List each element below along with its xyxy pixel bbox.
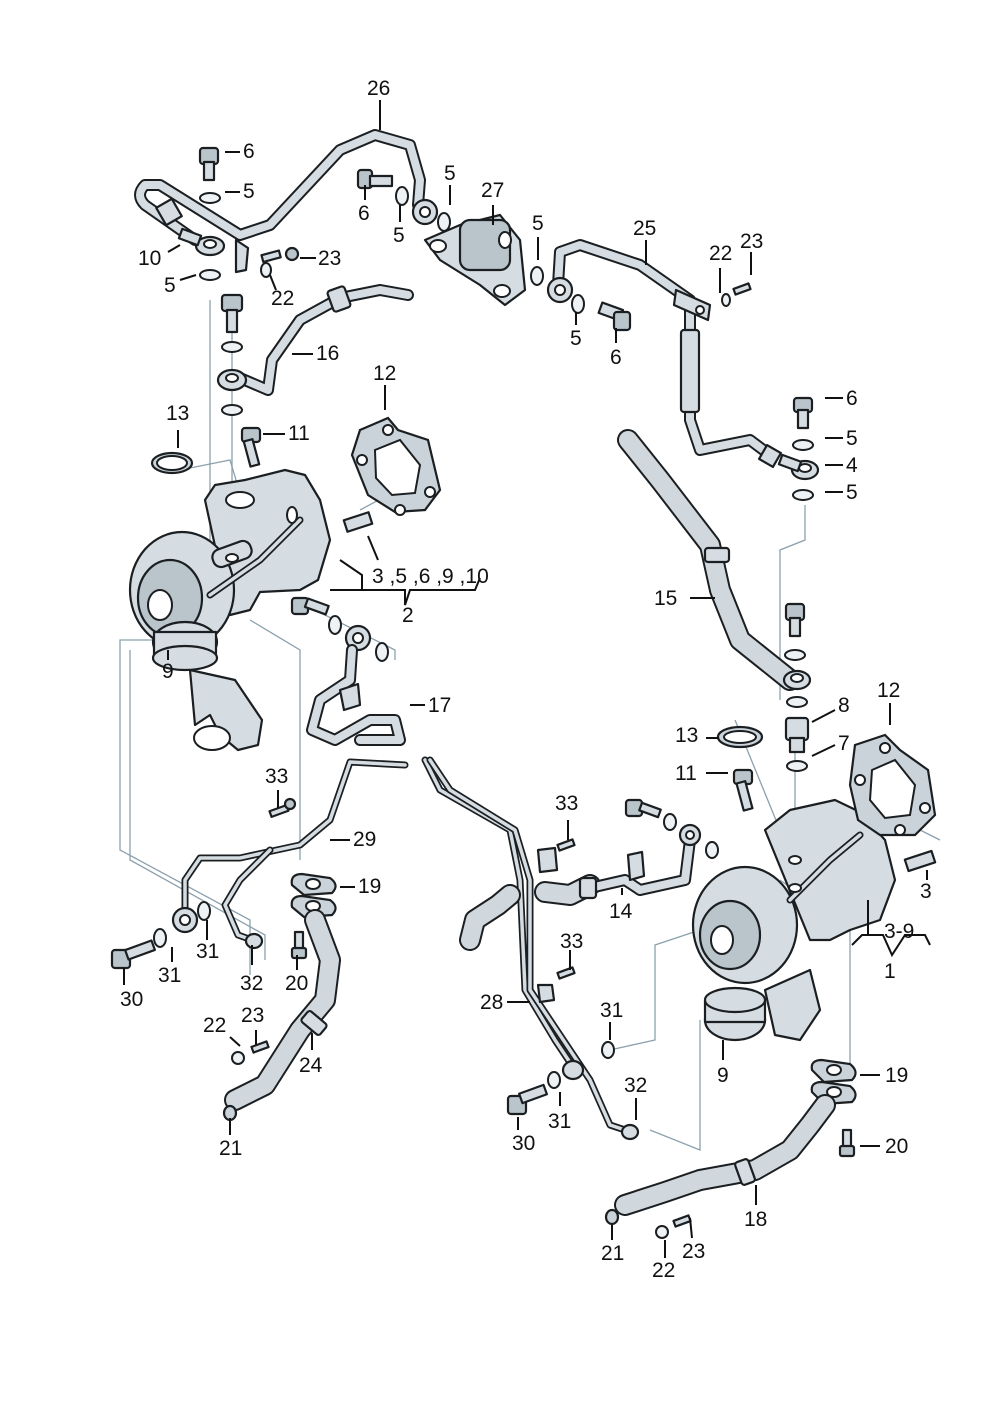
callout-5: 5 [532,212,544,235]
callout-1: 1 [884,960,896,983]
coolant-pipe-28 [421,756,640,1141]
callout-5: 5 [846,481,858,504]
callout-9: 9 [717,1064,729,1087]
oil-return-pipe-24 [222,872,341,1122]
callout-11: 11 [675,762,697,785]
oil-pipe-17 [290,596,406,746]
callout-14: 14 [609,900,633,923]
pipe-14 [578,798,719,900]
callout-33: 33 [555,792,578,815]
callout-11: 11 [288,422,310,445]
callout-6: 6 [243,140,255,163]
callout-32: 32 [624,1074,647,1097]
banjo-fitting-left [177,146,451,281]
callout-5: 5 [846,427,858,450]
callout-30: 30 [120,988,143,1011]
callout-28: 28 [480,991,503,1014]
callout-10: 10 [138,247,161,270]
callout-13: 13 [675,724,698,747]
turbocharger-left [128,468,332,752]
callout-20: 20 [885,1135,908,1158]
callout-7: 7 [838,732,850,755]
callout-8: 8 [838,694,850,717]
callout-22: 22 [652,1259,675,1282]
callout-20: 20 [285,972,308,995]
callout-23: 23 [241,1004,264,1027]
callout-19: 19 [885,1064,908,1087]
callout-5: 5 [570,327,582,350]
callout-33: 33 [265,765,288,788]
callout-15: 15 [654,587,677,610]
callout-13: 13 [166,402,189,425]
callout-27: 27 [481,179,504,202]
oil-pipe-16 [216,284,414,416]
callout-26: 26 [367,77,390,100]
callout-19: 19 [358,875,381,898]
callout-25: 25 [633,217,656,240]
callout-5: 5 [164,274,176,297]
oil-return-pipe-18 [604,1058,857,1239]
callout-21: 21 [601,1242,624,1265]
leader-lines [123,100,931,1258]
callout-12: 12 [877,679,900,702]
callout-23: 23 [318,247,341,270]
callout-4: 4 [846,454,858,477]
callout-31: 31 [600,999,623,1022]
callout-32: 32 [240,972,263,995]
gasket-12-left [350,416,442,516]
callout-12: 12 [373,362,396,385]
callout-6: 6 [358,202,370,225]
callout-31: 31 [548,1110,571,1133]
callout-33: 33 [560,930,583,953]
callout-23: 23 [682,1240,705,1263]
bracket-27 [423,213,527,307]
callout-16: 16 [316,342,339,365]
bolt-11-left [240,426,262,468]
callout-22: 22 [709,242,732,265]
callout-3-9: 3-9 [884,920,914,943]
turbocharger-right [691,798,897,1042]
callout-29: 29 [353,828,376,851]
fitting-8-7 [782,602,812,772]
callout-5: 5 [393,224,405,247]
gasket-12-right [848,733,937,837]
stud-3-left [342,511,374,533]
callout-2: 2 [402,604,414,627]
callout-21: 21 [219,1137,242,1160]
callout-22: 22 [203,1014,226,1037]
callout-components-2: 3 ,5 ,6 ,9 ,10 [372,565,489,588]
bolt-11-right [732,768,754,812]
callout-17: 17 [428,694,451,717]
callout-23: 23 [740,230,763,253]
banjo-fitting-right [777,396,820,501]
oil-pipe-26 [134,129,439,274]
callout-22: 22 [271,287,294,310]
callout-9: 9 [162,660,174,683]
callout-30: 30 [512,1132,535,1155]
hose-15 [617,429,801,691]
oil-pipe-25 [530,239,783,469]
callout-3: 3 [920,880,932,903]
stud-3-right [903,849,937,873]
callout-31: 31 [158,964,181,987]
callout-labels: 26 6 5 6 5 5 27 10 5 23 22 16 12 13 11 3… [120,77,932,1282]
callout-6: 6 [846,387,858,410]
callout-24: 24 [299,1054,323,1077]
callout-6: 6 [610,346,622,369]
pipe-29 [110,758,409,970]
callout-31: 31 [196,940,219,963]
callout-18: 18 [744,1208,767,1231]
callout-5: 5 [243,180,255,203]
callout-5: 5 [444,162,456,185]
